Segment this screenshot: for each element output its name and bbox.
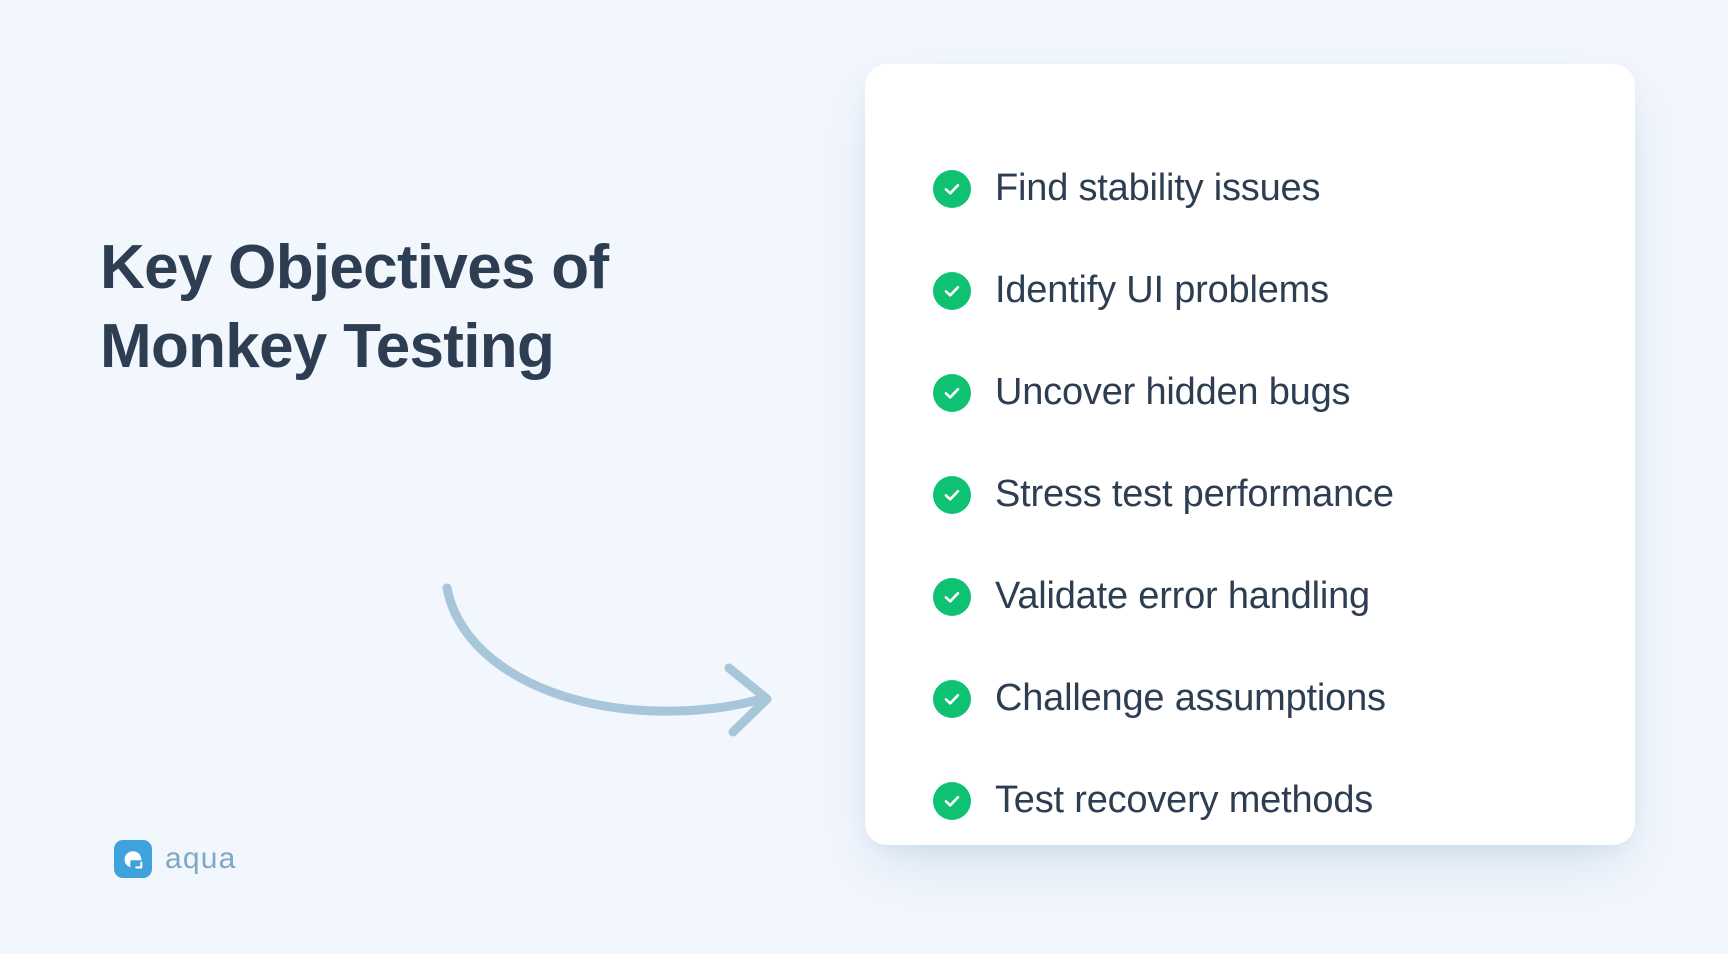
check-circle-icon xyxy=(933,374,971,412)
brand-name-label: aqua xyxy=(165,842,237,875)
list-item: Validate error handling xyxy=(933,546,1595,648)
list-item-label: Find stability issues xyxy=(995,167,1321,210)
list-item-label: Validate error handling xyxy=(995,575,1370,618)
check-circle-icon xyxy=(933,476,971,514)
list-item-label: Test recovery methods xyxy=(995,779,1374,822)
check-circle-icon xyxy=(933,782,971,820)
list-item: Stress test performance xyxy=(933,444,1595,546)
list-item: Test recovery methods xyxy=(933,750,1595,852)
check-circle-icon xyxy=(933,680,971,718)
check-circle-icon xyxy=(933,272,971,310)
list-item-label: Identify UI problems xyxy=(995,269,1329,312)
check-circle-icon xyxy=(933,170,971,208)
page-title: Key Objectives of Monkey Testing xyxy=(100,233,609,382)
list-item-label: Challenge assumptions xyxy=(995,677,1386,720)
brand-logo: aqua xyxy=(114,840,237,878)
list-item-label: Stress test performance xyxy=(995,473,1394,516)
left-content-panel: Key Objectives of Monkey Testing aqua xyxy=(100,233,800,878)
curved-arrow-right-icon xyxy=(420,560,800,740)
list-item: Challenge assumptions xyxy=(933,648,1595,750)
aqua-logo-mark-icon xyxy=(114,840,152,878)
list-item: Uncover hidden bugs xyxy=(933,342,1595,444)
objectives-card: Find stability issues Identify UI proble… xyxy=(865,64,1635,845)
list-item: Identify UI problems xyxy=(933,240,1595,342)
objectives-list: Find stability issues Identify UI proble… xyxy=(933,138,1595,852)
list-item-label: Uncover hidden bugs xyxy=(995,371,1351,414)
list-item: Find stability issues xyxy=(933,138,1595,240)
check-circle-icon xyxy=(933,578,971,616)
